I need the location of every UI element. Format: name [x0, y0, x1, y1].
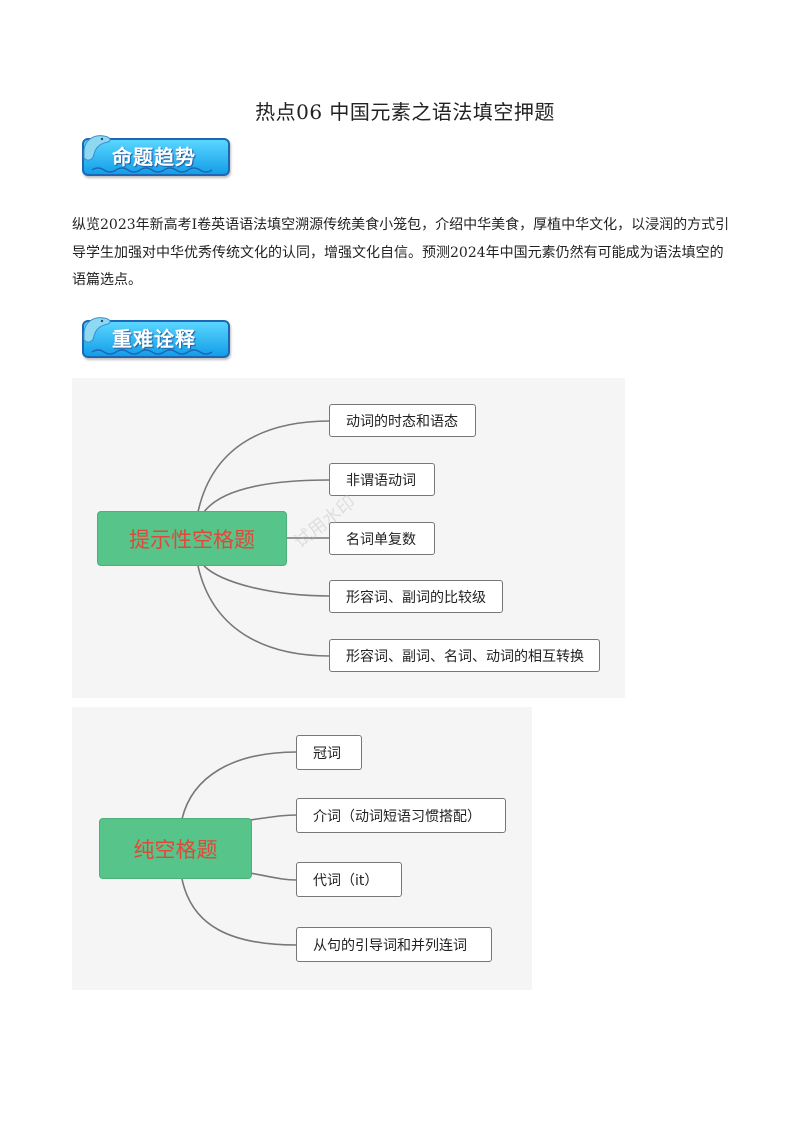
mindmap-hint-blanks: 提示性空格题 动词的时态和语态 非谓语动词 名词单复数 形容词、副词的比较级 形…	[72, 378, 625, 698]
mindmap-connectors	[181, 751, 298, 946]
mindmap-root: 纯空格题	[100, 819, 251, 878]
mindmap-connectors	[197, 420, 331, 657]
banner-label: 重难诠释	[112, 327, 196, 351]
mindmap-root: 提示性空格题	[98, 512, 286, 565]
dolphin-wave-icon	[83, 317, 213, 355]
branch-item: 冠词	[296, 735, 362, 770]
branch-item: 名词单复数	[329, 522, 435, 555]
mindmap-pure-blanks: 纯空格题 冠词 介词（动词短语习惯搭配） 代词（it） 从句的引导词和并列连词	[72, 707, 532, 990]
trend-paragraph: 纵览2023年新高考I卷英语语法填空溯源传统美食小笼包，介绍中华美食，厚植中华文…	[72, 217, 730, 288]
section-banner-trend: 命题趋势	[78, 130, 234, 180]
banner-label: 命题趋势	[112, 145, 196, 169]
banner-box	[82, 138, 230, 176]
branch-item: 形容词、副词、名词、动词的相互转换	[329, 639, 600, 672]
branch-item: 形容词、副词的比较级	[329, 580, 503, 613]
branch-item: 代词（it）	[296, 862, 402, 897]
dolphin-wave-icon	[83, 135, 213, 173]
banner-box	[82, 320, 230, 358]
branch-item: 动词的时态和语态	[329, 404, 476, 437]
section-banner-key-points: 重难诠释	[78, 312, 234, 362]
branch-item: 从句的引导词和并列连词	[296, 927, 492, 962]
page-title: 热点06 中国元素之语法填空押题	[255, 100, 555, 124]
branch-item: 介词（动词短语习惯搭配）	[296, 798, 506, 833]
branch-item: 非谓语动词	[329, 463, 435, 496]
